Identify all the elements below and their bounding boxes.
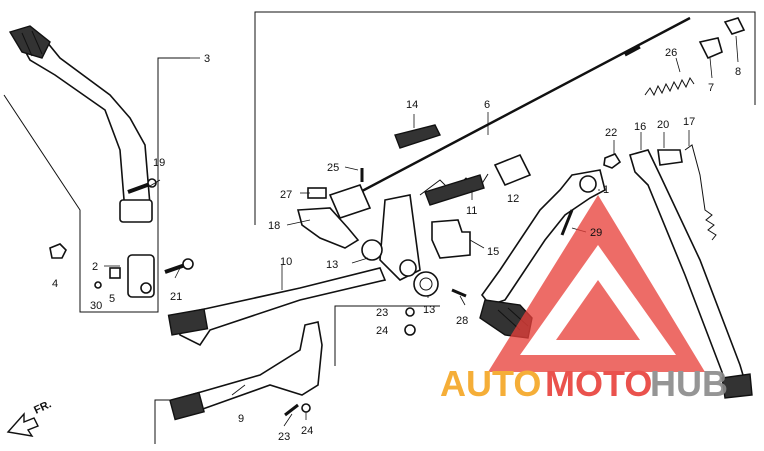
spring-17 (684, 144, 717, 241)
watermark: AUTO MOTO HUB (440, 195, 728, 404)
bolt-29 (560, 209, 574, 236)
callout-6: 6 (484, 99, 490, 111)
callout-28: 28 (456, 315, 468, 327)
kick-starter-arm (8, 25, 153, 223)
callout-18: 18 (268, 220, 280, 232)
callout-2: 2 (92, 261, 98, 273)
callout-12: 12 (507, 193, 519, 205)
pedal-rod-10 (167, 267, 387, 347)
callout-4: 4 (52, 278, 58, 290)
callout-21: 21 (170, 291, 182, 303)
callout-1: 1 (603, 184, 609, 196)
callout-3: 3 (204, 53, 210, 65)
callout-15: 15 (487, 246, 499, 258)
pivot-bracket (296, 184, 372, 249)
front-direction-label: FR. (32, 398, 53, 416)
callout-27: 27 (280, 189, 292, 201)
brake-rod (344, 16, 691, 202)
nut-4 (49, 243, 67, 259)
nut-22 (603, 153, 622, 169)
callout-20: 20 (657, 119, 669, 131)
callout-23-lower: 23 (278, 431, 290, 443)
callout-23-middle: 23 (376, 307, 388, 319)
watermark-triangle-icon (488, 195, 705, 372)
plate-14 (394, 124, 441, 149)
callout-30: 30 (90, 300, 102, 312)
bolt-28 (451, 288, 467, 298)
bolt-23-washer-24-middle (404, 307, 416, 336)
callout-22: 22 (605, 127, 617, 139)
callout-16: 16 (634, 121, 646, 133)
spring-26 (644, 76, 695, 97)
collar-12 (493, 153, 532, 187)
assembly-frames (3, 11, 756, 444)
callout-29: 29 (590, 227, 602, 239)
callout-14: 14 (406, 99, 418, 111)
callout-11: 11 (466, 205, 477, 217)
callout-9: 9 (238, 413, 244, 425)
bolt-21 (164, 258, 194, 274)
callout-25: 25 (327, 162, 339, 174)
step-bar-9 (169, 321, 323, 421)
callout-19: 19 (153, 157, 165, 169)
side-stand-16 (629, 149, 753, 399)
main-bracket-plate (361, 194, 439, 297)
spring-11 (419, 173, 489, 206)
callout-26: 26 (665, 47, 677, 59)
callout-10: 10 (280, 256, 292, 268)
bolt-19 (127, 178, 157, 194)
callout-8: 8 (735, 66, 741, 78)
callout-labels: 3 19 4 2 5 30 21 10 9 23 24 18 27 25 13 … (52, 47, 741, 443)
callout-24-lower: 24 (301, 425, 313, 437)
front-arrow-icon (6, 412, 39, 437)
kick-shaft-parts (94, 254, 155, 298)
watermark-text-hub: HUB (650, 363, 728, 404)
callout-7: 7 (708, 82, 714, 94)
watermark-text-moto: MOTO (545, 363, 652, 404)
watermark-text-auto: AUTO (440, 363, 541, 404)
callout-13-left: 13 (326, 259, 338, 271)
callout-13-right: 13 (423, 304, 435, 316)
joint-7-clip-8 (698, 17, 746, 60)
callout-17: 17 (683, 116, 695, 128)
pin-20 (657, 149, 683, 166)
callout-5: 5 (109, 293, 115, 305)
callout-24-middle: 24 (376, 325, 388, 337)
front-direction-marker: FR. (6, 398, 53, 437)
guard-15 (431, 219, 471, 259)
